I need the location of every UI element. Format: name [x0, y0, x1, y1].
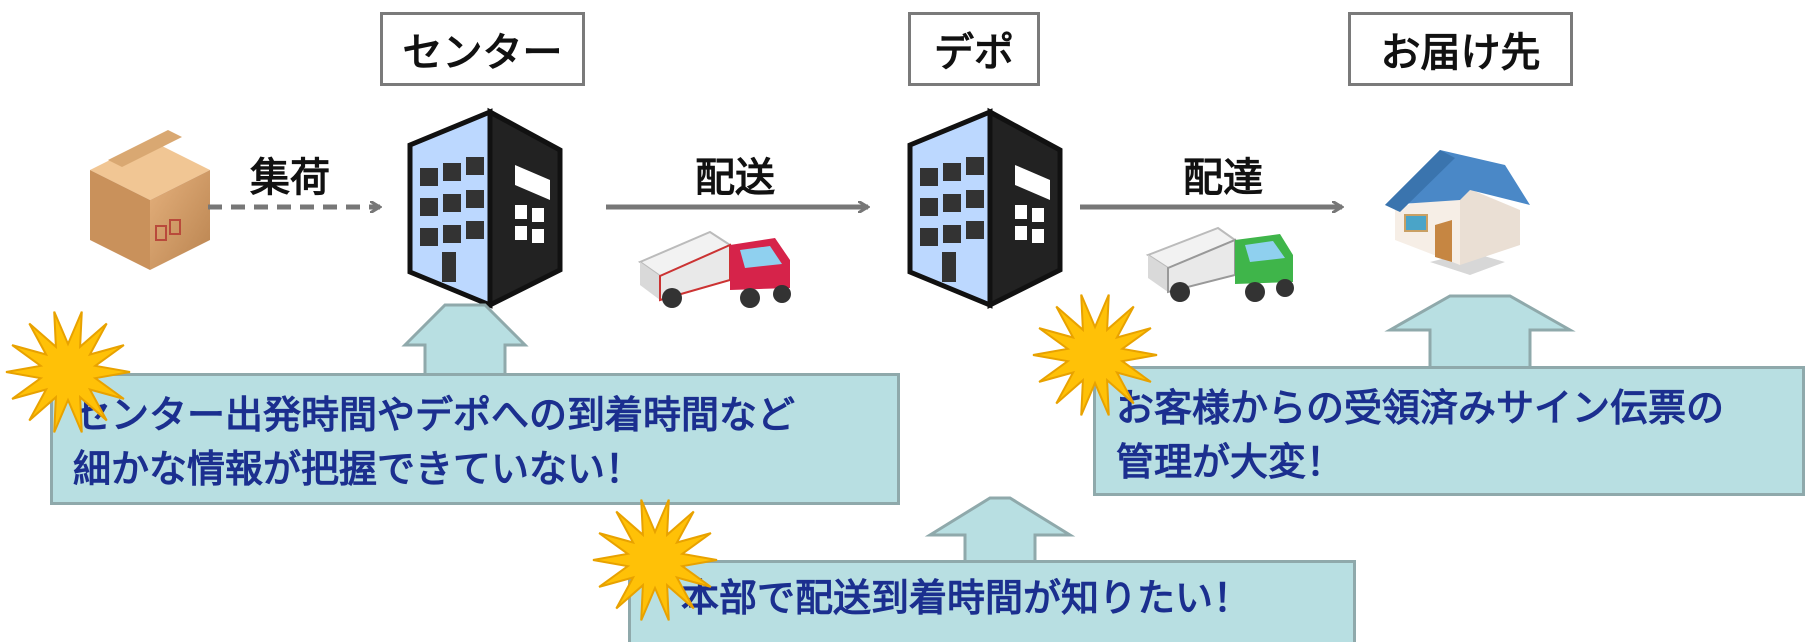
depot-up-arrow: [924, 496, 1076, 567]
hq-callout-line1: 本部で配送到着時間が知りたい！: [681, 576, 1252, 620]
hq-callout: 本部で配送到着時間が知りたい！: [628, 560, 1356, 642]
center-callout-line2: 細かな情報が把握できていない！: [73, 447, 644, 491]
red-truck-icon: [637, 230, 791, 308]
depot-building-icon: [907, 107, 1063, 310]
center-up-arrow: [401, 303, 529, 377]
center-label: センター: [380, 12, 585, 86]
pickup-label: 集荷: [250, 155, 330, 201]
center-callout: センター出発時間やデポへの到着時間など 細かな情報が把握できていない！: [50, 373, 900, 505]
shipping-label: 配送: [695, 155, 775, 201]
customer-callout-line2: 管理が大変！: [1116, 440, 1345, 484]
center-building-icon: [407, 107, 563, 310]
depot-label: デポ: [908, 12, 1040, 86]
box-icon: [90, 130, 210, 270]
house-up-arrow: [1384, 294, 1576, 370]
customer-callout-line1: お客様からの受領済みサイン伝票の: [1116, 386, 1725, 430]
green-truck-icon: [1145, 226, 1294, 302]
customer-callout: お客様からの受領済みサイン伝票の 管理が大変！: [1093, 366, 1805, 496]
house-icon: [1385, 150, 1530, 275]
delivery-label: 配達: [1183, 155, 1263, 201]
destination-label: お届け先: [1348, 12, 1573, 86]
center-callout-line1: センター出発時間やデポへの到着時間など: [73, 393, 796, 437]
